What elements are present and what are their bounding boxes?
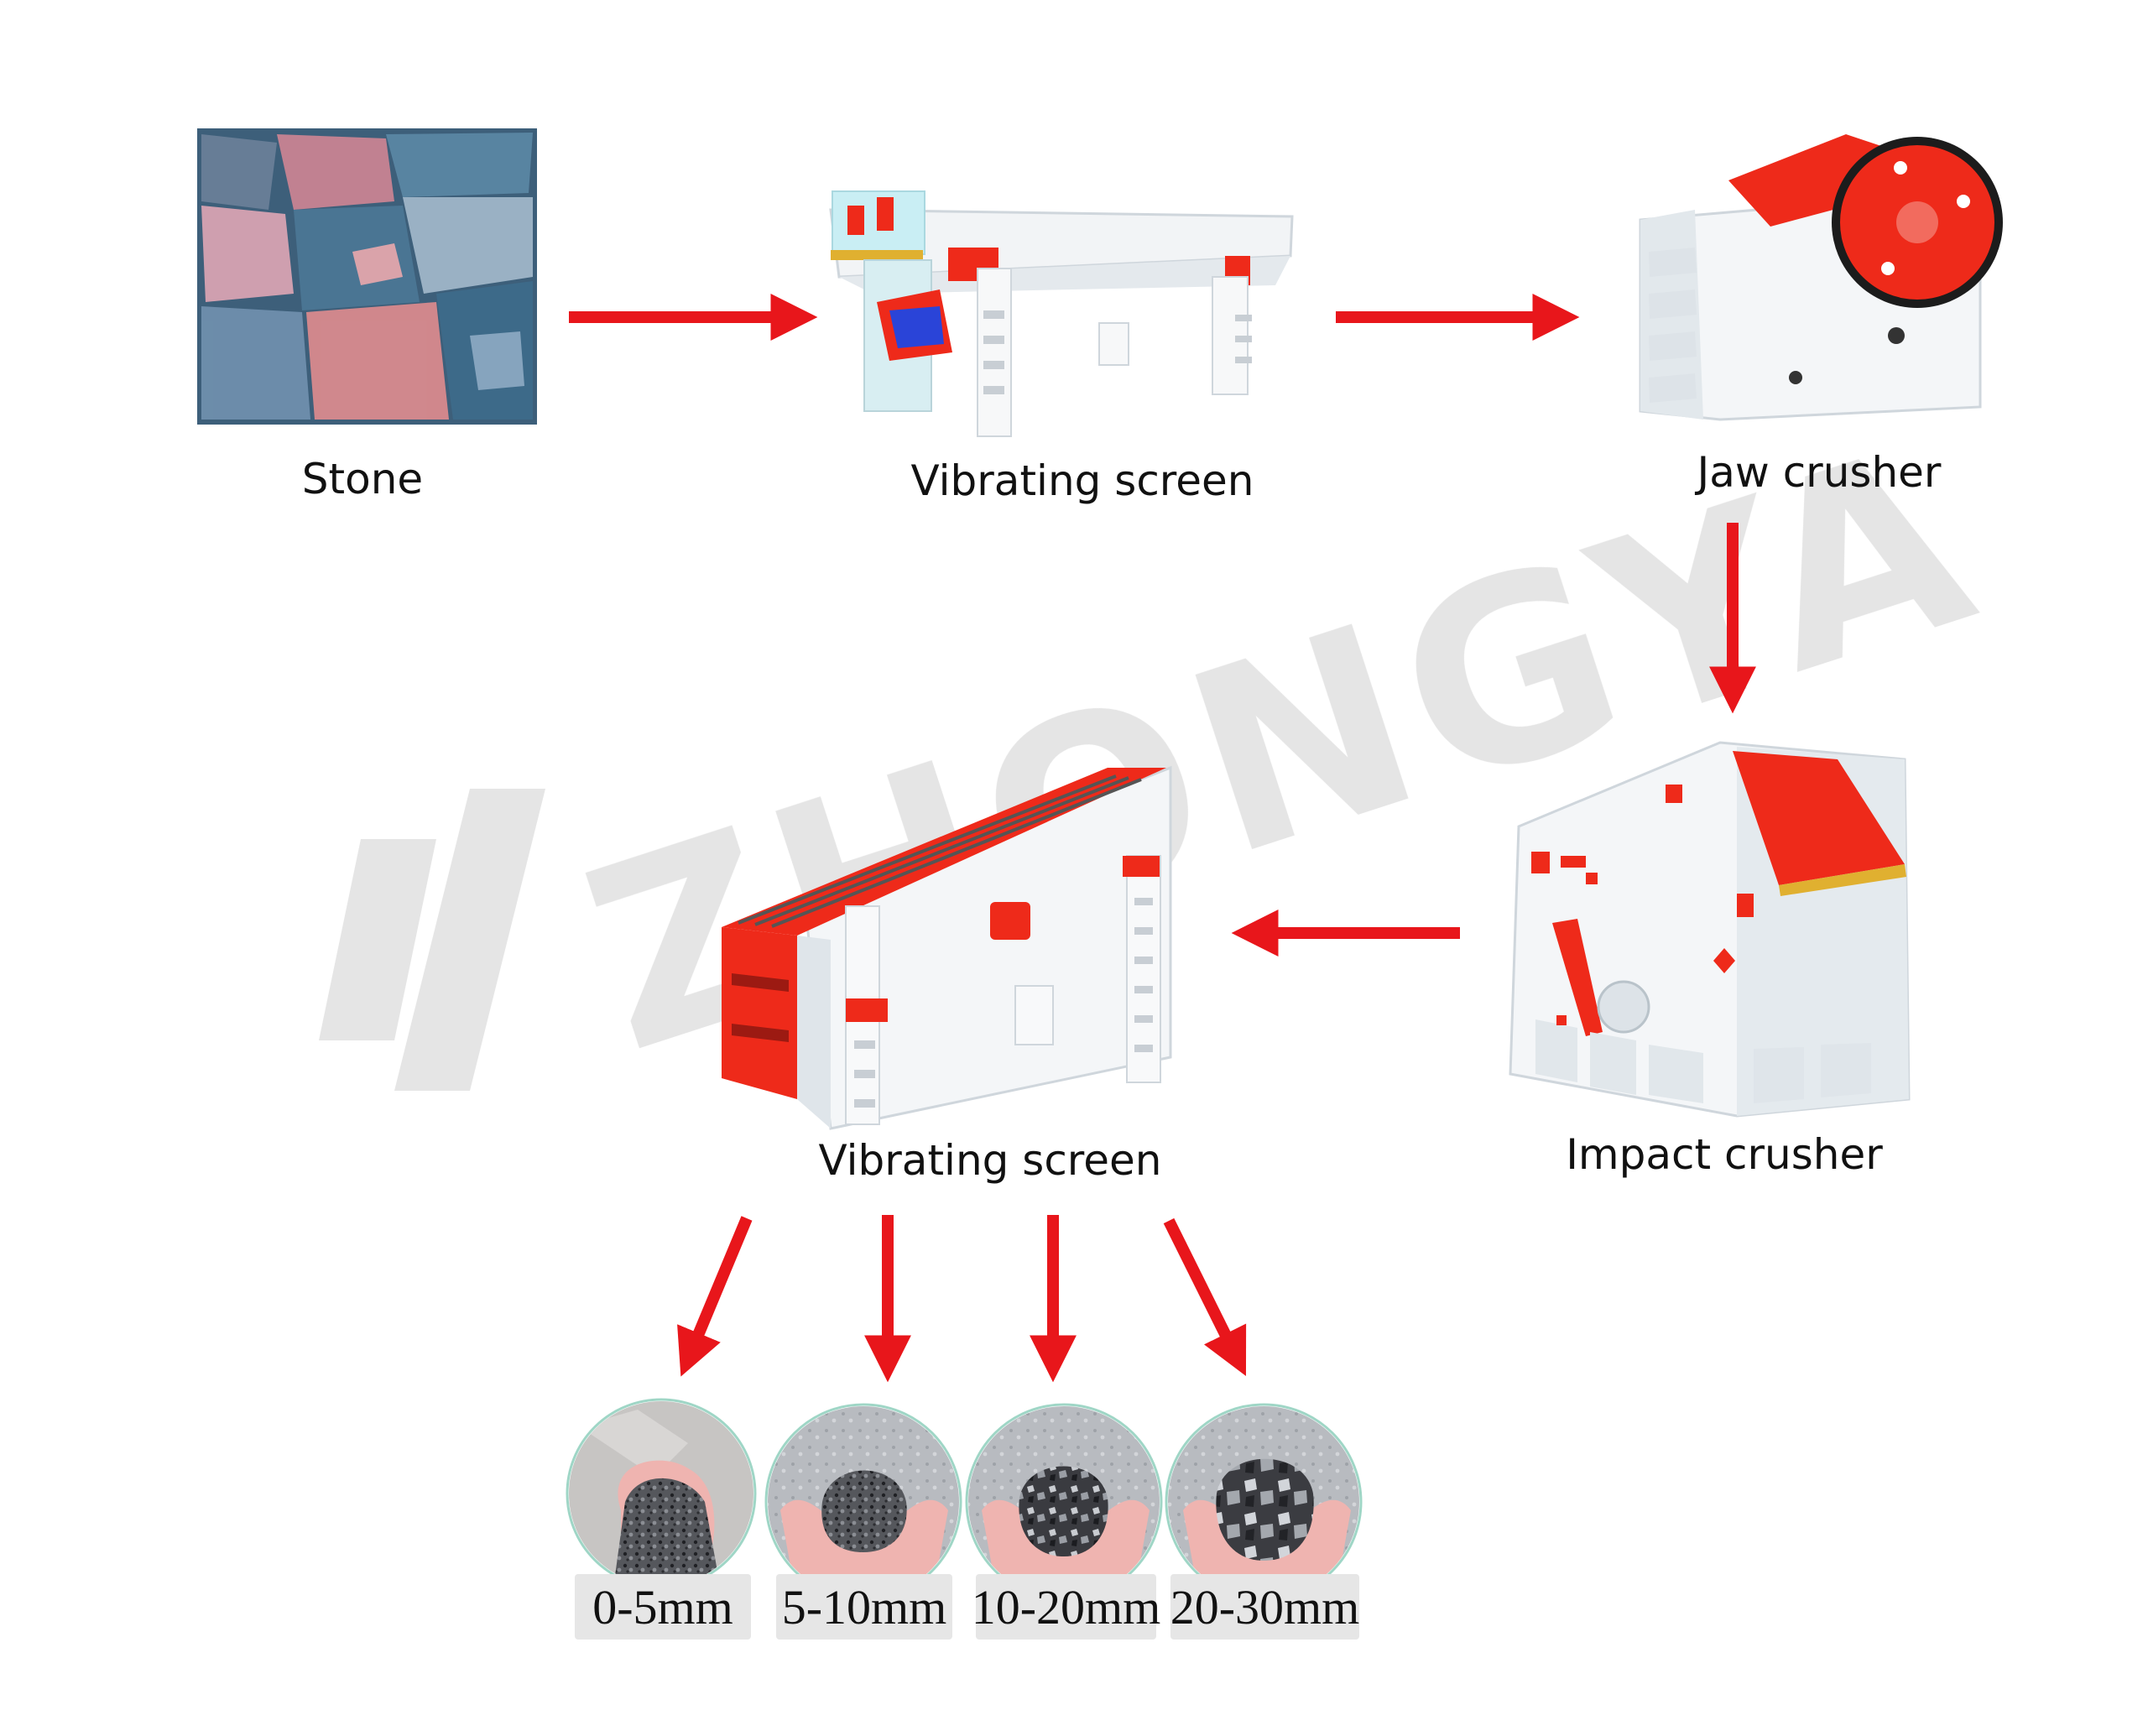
product-photo-10-20mm bbox=[965, 1403, 1163, 1601]
product-photo-5-10mm bbox=[764, 1403, 962, 1601]
product-label-5-10mm: 5-10mm bbox=[776, 1574, 952, 1640]
product-label-20-30mm: 20-30mm bbox=[1170, 1574, 1359, 1640]
jaw-crusher-machine bbox=[1639, 134, 2003, 421]
label-impact-crusher: Impact crusher bbox=[1566, 1130, 1883, 1179]
product-label-0-5mm: 0-5mm bbox=[575, 1574, 751, 1640]
label-vibrating-screen-top: Vibrating screen bbox=[911, 456, 1254, 505]
arrow-to-product-0-5mm bbox=[677, 1216, 753, 1377]
product-photo-20-30mm bbox=[1165, 1403, 1363, 1601]
watermark-logo-icon bbox=[319, 789, 545, 1091]
label-stone: Stone bbox=[302, 455, 423, 503]
product-photo-0-5mm bbox=[566, 1398, 757, 1589]
label-jaw-crusher: Jaw crusher bbox=[1695, 448, 1942, 497]
vibrating-screen-machine bbox=[722, 765, 1172, 1130]
vibrating-feeder-machine bbox=[829, 190, 1294, 437]
stone-photo bbox=[197, 128, 537, 425]
arrow-to-product-20-30mm bbox=[1163, 1217, 1247, 1377]
product-label-10-20mm: 10-20mm bbox=[972, 1574, 1160, 1640]
label-vibrating-screen-bottom: Vibrating screen bbox=[819, 1136, 1162, 1185]
impact-crusher-machine bbox=[1509, 741, 1911, 1118]
